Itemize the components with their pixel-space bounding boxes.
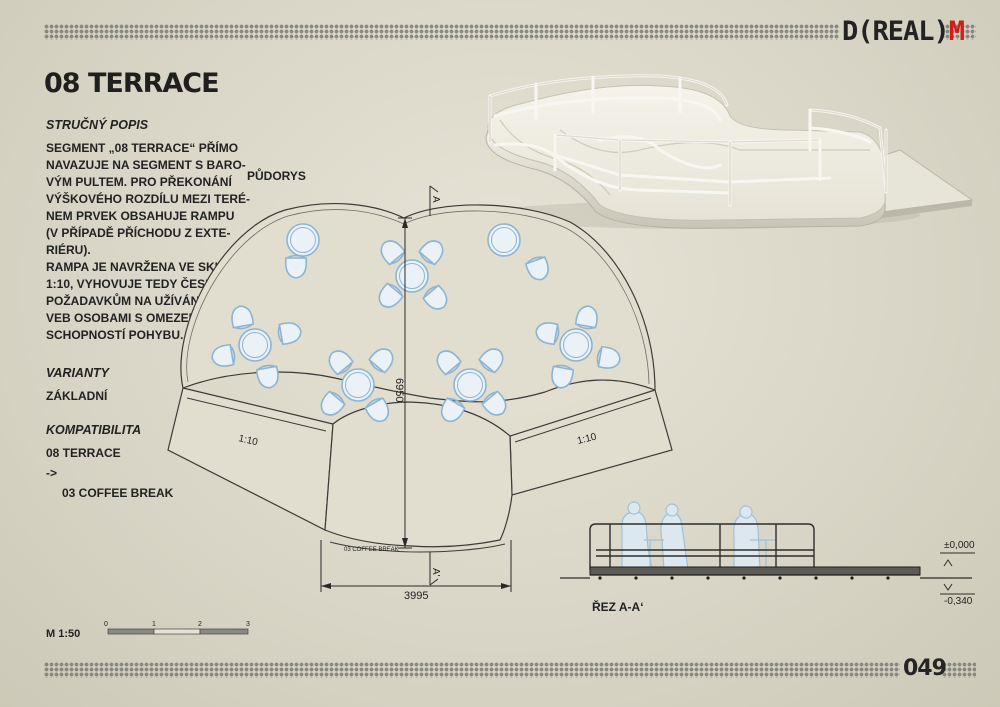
plan-label: PŮDORYS xyxy=(247,167,306,183)
compat-from: 08 TERRACE xyxy=(46,446,121,460)
variants-value: ZÁKLADNÍ xyxy=(46,389,108,403)
description-heading: STRUČNÝ POPIS xyxy=(46,118,149,132)
description-line: VÝM PULTEM. PRO PŘEKONÁNÍ xyxy=(46,175,232,189)
page-title: 08 TERRACE xyxy=(44,68,220,99)
scale-tick: 2 xyxy=(198,621,202,628)
description-line: 1:10, VYHOVUJE TEDY ČESKÝM xyxy=(46,277,232,291)
dimension-height: 6950 xyxy=(393,378,405,402)
description-line: VÝŠKOVÉHO ROZDÍLU MEZI TERÉ- xyxy=(46,192,251,206)
section-mark-bottom: A' xyxy=(430,568,441,577)
scale-tick: 1 xyxy=(152,621,156,628)
ramp-slope-right: 1:10 xyxy=(576,431,598,446)
description-line: SEGMENT „08 TERRACE“ PŘÍMO xyxy=(46,141,239,155)
ramp-slope-left: 1:10 xyxy=(237,433,259,448)
brand-logo: D(REAL)M xyxy=(842,16,965,47)
scale-label: M 1:50 xyxy=(46,628,80,640)
bottom-dotted-band-right xyxy=(942,662,976,678)
scale-bar: M 1:50 0 1 2 3 xyxy=(46,621,250,640)
section-drawing: ±0,000 -0,340 ŘEZ A-A‘ xyxy=(560,501,975,614)
bottom-dotted-band xyxy=(44,662,900,678)
level-bottom: -0,340 xyxy=(944,596,973,607)
description-line: (V PŘÍPADĚ PŘÍCHODU Z EXTE- xyxy=(46,226,231,240)
level-top: ±0,000 xyxy=(944,540,975,551)
description-line: RAMPA JE NAVRŽENA VE SKLONU xyxy=(46,260,249,274)
description-line: NAVAZUJE NA SEGMENT S BARO- xyxy=(46,158,246,172)
description-body: SEGMENT „08 TERRACE“ PŘÍMO NAVAZUJE NA S… xyxy=(46,140,256,344)
dimension-width: 3995 xyxy=(404,590,428,602)
scale-tick: 0 xyxy=(104,621,108,628)
description-line: POŽADAVKŮM NA UŽÍVÁNÍ STA- xyxy=(46,294,234,308)
description-sidebar: STRUČNÝ POPIS SEGMENT „08 TERRACE“ PŘÍMO… xyxy=(46,118,256,502)
description-line: VEB OSOBAMI S OMEZENOU xyxy=(46,311,216,325)
scale-tick: 3 xyxy=(246,621,250,628)
page-number: 049 xyxy=(903,656,947,681)
top-dotted-band xyxy=(44,24,839,40)
compat-arrow: -> xyxy=(46,466,58,480)
description-line: RIÉRU). xyxy=(46,243,91,257)
compatibility-heading: KOMPATIBILITA xyxy=(46,423,142,437)
top-dotted-band-right xyxy=(940,24,976,40)
floor-plan: PŮDORYS A A' 6950 3995 1:10 1:10 03 COFF… xyxy=(167,167,673,602)
description-line: NEM PRVEK OBSAHUJE RAMPU xyxy=(46,209,235,223)
section-mark-top: A xyxy=(430,196,441,203)
section-label: ŘEZ A-A‘ xyxy=(592,599,644,614)
terrace-3d-render xyxy=(480,74,974,229)
variants-heading: VARIANTY xyxy=(46,366,109,380)
description-line: SCHOPNOSTÍ POHYBU. xyxy=(46,328,184,342)
connector-label: 03 COFFEE BREAK xyxy=(344,547,399,553)
compat-to: 03 COFFEE BREAK xyxy=(62,486,174,500)
